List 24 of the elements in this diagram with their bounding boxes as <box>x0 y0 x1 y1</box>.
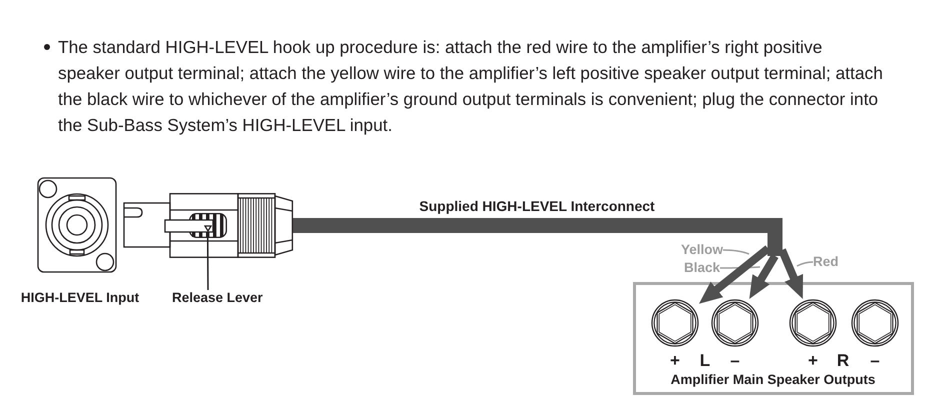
wire-label: Black <box>684 260 720 276</box>
polarity-sign: – <box>730 353 740 369</box>
leader-line <box>796 261 814 267</box>
instruction-text: The standard HIGH-LEVEL hook up procedure is: attach the red wire to the amplifier’s right positive speaker output terminal; attach the yellow wire to the amplifier’s left positive speaker output terminal; attach the black wire to whichever of the amplifier’s ground output terminals is convenient; plug the connector into the Sub-Bass System’s HIGH-LEVEL input. <box>58 36 883 137</box>
polarity-sign: – <box>870 353 880 369</box>
socket-drawing <box>37 177 117 273</box>
wire-label: Red <box>813 254 839 270</box>
terminal-icon <box>851 299 899 347</box>
wire-label: Yellow <box>681 242 724 258</box>
cable-title: Supplied HIGH-LEVEL Interconnect <box>419 198 655 214</box>
polarity-sign: + <box>808 353 818 369</box>
channel-label: R <box>836 353 850 369</box>
part-label: HIGH-LEVEL Input <box>20 290 140 306</box>
terminal-icon <box>789 299 837 347</box>
panel-title: Amplifier Main Speaker Outputs <box>670 372 876 388</box>
part-label: Release Lever <box>172 290 263 306</box>
channel-label: L <box>700 353 710 369</box>
leader-line <box>723 249 750 255</box>
output-panel <box>633 282 914 395</box>
terminal-icon <box>711 299 759 347</box>
plug-drawing <box>123 193 293 258</box>
terminal-icon <box>651 299 699 347</box>
leader-line <box>206 237 209 290</box>
polarity-sign: + <box>670 353 680 369</box>
